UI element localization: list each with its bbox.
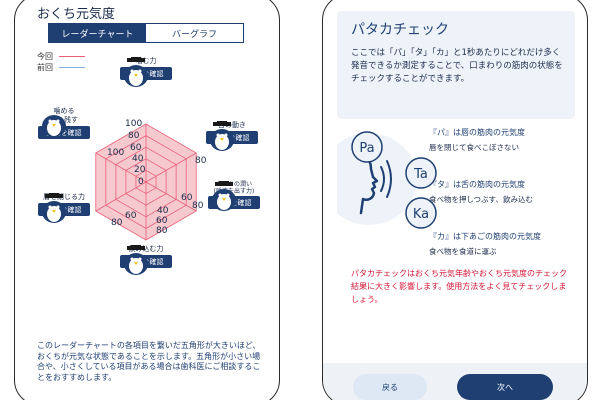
- legend-previous-line: [59, 66, 85, 69]
- scale-label-100-left: 100: [107, 148, 125, 158]
- scale-label-60-top: 60: [130, 143, 142, 153]
- item-title-ka: 『カ』は下あごの筋肉の元気度: [429, 232, 541, 241]
- axis-node-saliva: おくちの潤い (唾液を出す力) 履歴を確認: [207, 181, 261, 211]
- item-title-pa: 『パ』は唇の筋肉の元気度: [429, 128, 525, 137]
- axis-label-swallow: 飲み込む力: [128, 245, 164, 253]
- pataka-item-pa: 『パ』は唇の筋肉の元気度 唇を閉じて食べこぼさない: [429, 127, 525, 153]
- scale-label-20-top: 20: [134, 165, 146, 175]
- axis-node-chew: 噛む力 履歴を確認: [119, 57, 173, 87]
- pataka-intro-card: パタカチェック ここでは「パ」「タ」「カ」と1秒あたりにどれだけ多く発音できるか…: [337, 11, 575, 119]
- radar-chart-area: 100 80 60 40 20 0 100 80 60 80 40 60 80 …: [15, 53, 279, 315]
- penguin-icon: [124, 245, 148, 275]
- item-sub-pa: 唇を閉じて食べこぼさない: [429, 143, 519, 152]
- scale-label-40-lower-left: 40: [157, 206, 169, 216]
- scale-label-60-bottom: 60: [156, 216, 168, 226]
- penguin-icon: [42, 115, 66, 137]
- left-phone-screen: おくち元気度 レーダーチャート バーグラフ 今回 前回 100 80 60 40…: [14, 0, 280, 400]
- axis-label-lips: 唇を閉じる力: [43, 193, 85, 201]
- bubble-pa: Pa: [359, 141, 374, 156]
- page-title: おくち元気度: [37, 7, 116, 22]
- legend-previous-label: 前回: [37, 63, 53, 72]
- pataka-title: パタカチェック: [351, 22, 449, 38]
- item-sub-ka: 食べ物を食道に運ぶ: [429, 247, 497, 256]
- radar-axis-spoke: [145, 181, 197, 212]
- radar-axis-spoke: [145, 152, 197, 183]
- radar-chart: [95, 123, 197, 241]
- scale-label-80-bottom: 80: [156, 226, 168, 236]
- axis-node-tongue: 舌の動き 履歴を確認: [205, 121, 259, 151]
- penguin-icon: [124, 57, 148, 87]
- legend-current-label: 今回: [37, 52, 53, 61]
- scale-label-60-left: 60: [125, 211, 137, 221]
- axis-label-chew: 噛む力: [135, 57, 157, 65]
- chart-type-toggle: レーダーチャート バーグラフ: [48, 23, 244, 43]
- axis-node-swallow: 飲み込む力 履歴を確認: [119, 245, 173, 275]
- right-phone-screen: パタカチェック ここでは「パ」「タ」「カ」と1秒あたりにどれだけ多く発音できるか…: [322, 0, 588, 400]
- bar-graph-tab[interactable]: バーグラフ: [146, 24, 243, 42]
- scale-label-80-top: 80: [128, 131, 140, 141]
- speech-illustration: Pa Ta Ka: [337, 131, 437, 229]
- pataka-notice: パタカチェックはおくち元気年齢やおくち元気度のチェック結果に大きく影響します。使…: [351, 269, 567, 304]
- axis-label-saliva: おくちの潤い (唾液を出す力): [213, 181, 255, 195]
- penguin-icon: [42, 193, 66, 223]
- penguin-icon: [210, 121, 234, 151]
- scale-label-80-lower-right: 80: [192, 201, 204, 211]
- scale-label-100-top: 100: [125, 119, 143, 129]
- pataka-item-ka: 『カ』は下あごの筋肉の元気度 食べ物を食道に運ぶ: [429, 231, 541, 257]
- item-sub-ta: 食べ物を押しつぶす、飲み込む: [429, 195, 533, 204]
- scale-label-40-top: 40: [132, 154, 144, 164]
- back-button[interactable]: 戻る: [353, 374, 427, 400]
- pataka-item-ta: 『タ』は舌の筋肉の元気度 食べ物を押しつぶす、飲み込む: [429, 179, 533, 205]
- radar-description: このレーダーチャートの各項目を繋いだ五角形が大きいほど、おくちが元気な状態である…: [37, 341, 261, 382]
- penguin-icon: [212, 181, 236, 211]
- radar-axis-spoke: [95, 152, 147, 183]
- axis-node-teeth: 噛める 歯を残す 履歴を確認: [37, 107, 91, 139]
- pataka-intro-text: ここでは「パ」「タ」「カ」と1秒あたりにどれだけ多く発音できるか測定することで、…: [351, 48, 563, 84]
- scale-label-60-lower-right: 60: [181, 193, 193, 203]
- scale-label-0: 0: [138, 177, 144, 187]
- scale-label-80-upper-right: 80: [195, 156, 207, 166]
- chart-legend: 今回 前回: [37, 51, 85, 73]
- axis-label-tongue: 舌の動き: [218, 121, 246, 129]
- axis-node-lips: 唇を閉じる力 履歴を確認: [37, 193, 91, 223]
- bubble-ta: Ta: [413, 167, 428, 182]
- scale-label-80-left: 80: [111, 218, 123, 228]
- radar-axis-spoke: [95, 181, 147, 212]
- item-title-ta: 『タ』は舌の筋肉の元気度: [429, 180, 525, 189]
- bubble-ka: Ka: [413, 207, 429, 222]
- radar-chart-tab[interactable]: レーダーチャート: [49, 24, 146, 42]
- next-button[interactable]: 次へ: [457, 374, 553, 400]
- legend-current-line: [59, 55, 85, 58]
